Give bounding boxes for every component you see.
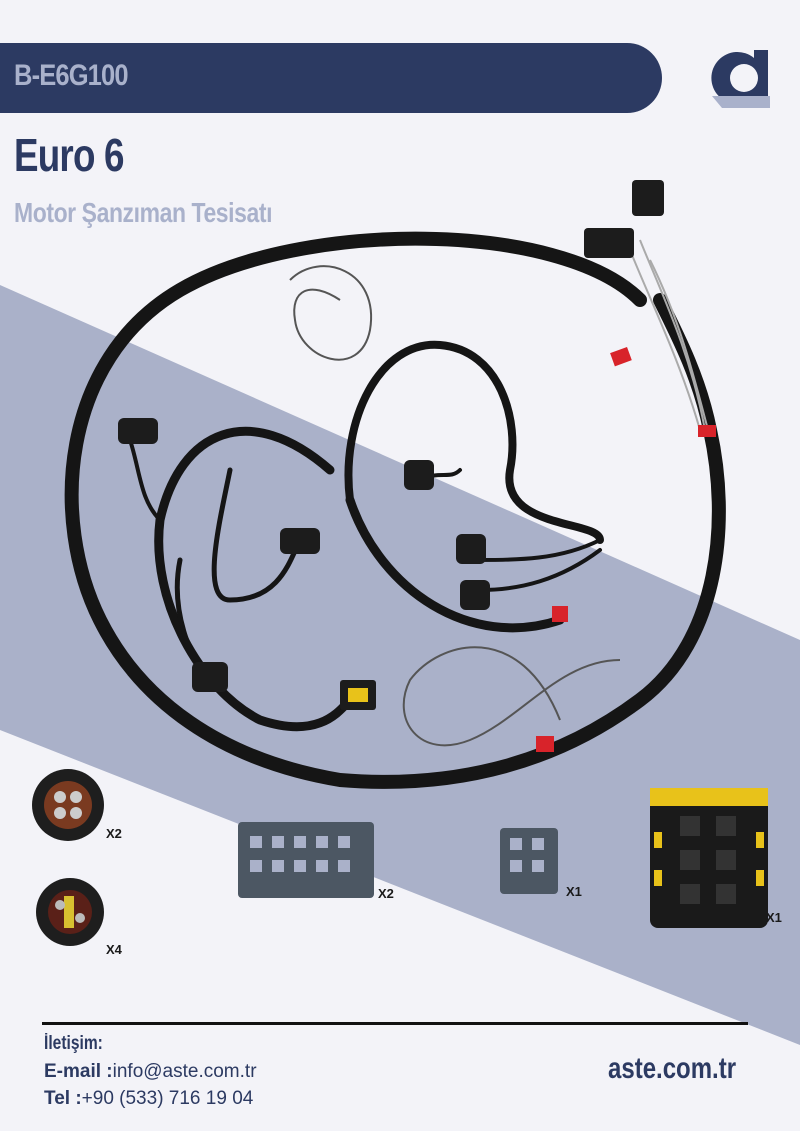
connector-label: X1 [566,884,582,899]
tel-number[interactable]: +90 (533) 716 19 04 [81,1088,254,1109]
website-link[interactable]: aste.com.tr [608,1052,737,1085]
contact-heading: İletişim: [44,1033,103,1054]
page-title: Euro 6 [14,129,125,181]
connector-label: X2 [378,886,394,901]
email-line: E-mail :info@aste.com.tr [44,1061,257,1083]
tel-line: Tel :+90 (533) 716 19 04 [44,1088,253,1110]
email-link[interactable]: info@aste.com.tr [112,1061,257,1082]
product-code-banner: B-E6G100 [0,43,662,113]
divider [42,1022,748,1025]
connector-label: X4 [106,942,122,957]
connector-label: X2 [106,826,122,841]
product-code: B-E6G100 [14,59,129,92]
aste-logo [711,50,770,108]
email-label: E-mail : [44,1061,113,1082]
page-subtitle: Motor Şanzıman Tesisatı [14,197,273,228]
connector-label: X1 [766,910,782,925]
tel-label: Tel : [44,1088,82,1109]
